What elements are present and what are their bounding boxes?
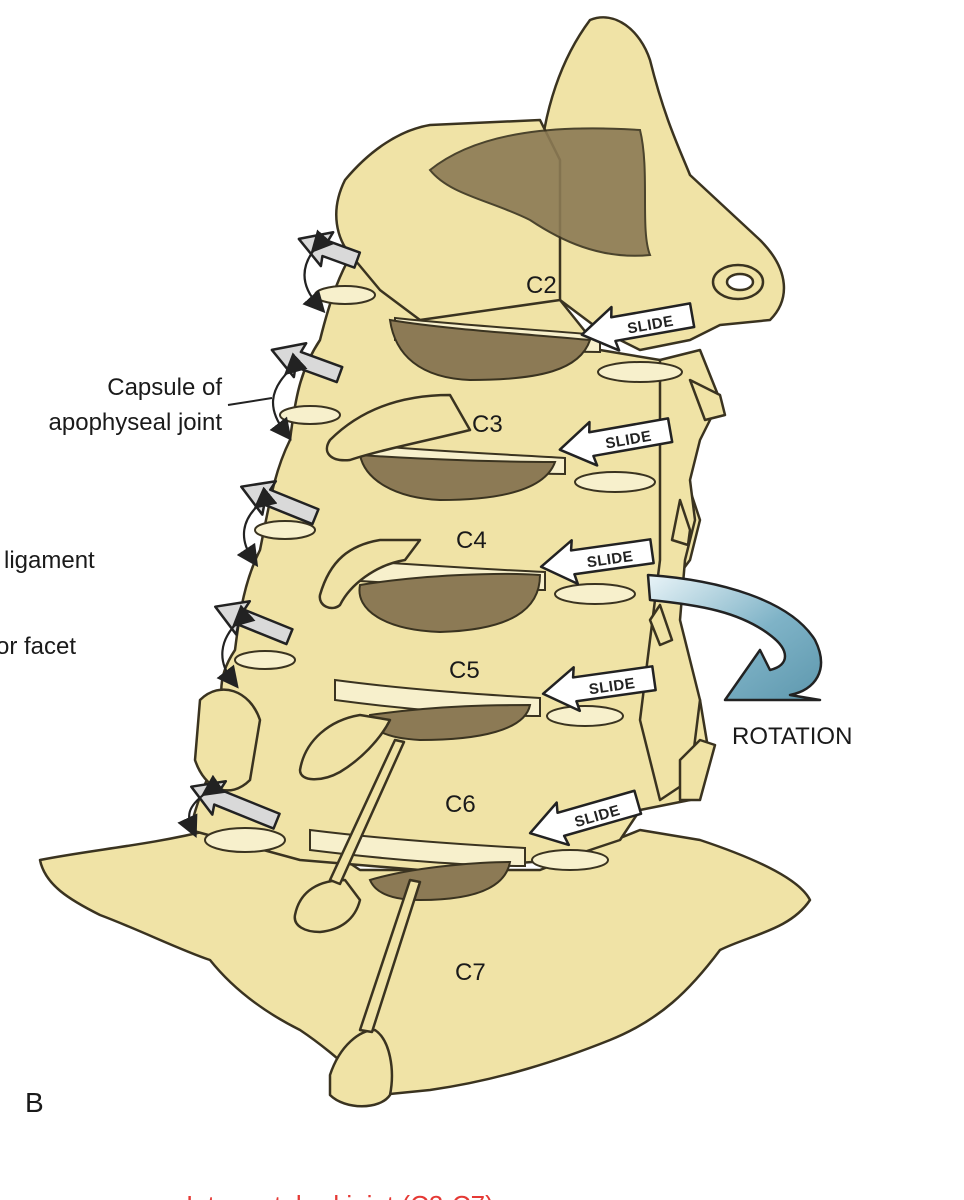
left-facet-disc-2 <box>279 405 341 425</box>
c6-c7-shadow <box>368 860 512 902</box>
slide-arrow-1[interactable]: SLIDE <box>578 294 696 357</box>
c7-spinous <box>328 1028 394 1108</box>
label-capsule-line1: Capsule of <box>107 374 222 401</box>
c2-shadow <box>428 127 652 257</box>
left-lateral-mass-shape <box>193 688 262 792</box>
slide-label-3: SLIDE <box>586 548 635 571</box>
label-c3: C3 <box>472 411 503 438</box>
curved-indicator-1 <box>302 229 334 314</box>
c2-c3-shadow <box>388 318 592 382</box>
label-c7: C7 <box>455 959 486 986</box>
c5-process <box>298 713 392 781</box>
left-facet-disc-1 <box>314 285 376 305</box>
left-facet-disc-3 <box>254 520 316 540</box>
c6-lamina-line <box>328 738 406 886</box>
slide-arrow-3[interactable]: SLIDE <box>538 529 655 588</box>
capsule-leader-line <box>227 397 273 406</box>
right-tip-1 <box>688 378 727 422</box>
right-tip-3 <box>648 603 674 647</box>
label-facet: or facet <box>0 633 76 660</box>
footer-caption: Intervertebral joint (C2-C7) <box>186 1190 494 1200</box>
posterior-processes <box>293 263 765 1108</box>
label-c6: C6 <box>445 791 476 818</box>
slide-arrow-4[interactable]: SLIDE <box>540 656 657 715</box>
curved-indicator-5 <box>177 774 226 838</box>
disc-c6-c7 <box>309 828 526 868</box>
facet-disc-3 <box>554 583 636 605</box>
c3-process <box>325 393 472 462</box>
c2-dens-shape <box>538 16 786 352</box>
facet-disc-5 <box>531 849 609 871</box>
c5-c6-shadow <box>368 703 532 742</box>
c6-process <box>293 878 362 934</box>
shadow-regions <box>358 127 652 902</box>
facet-disc-2 <box>574 471 656 493</box>
vertebra-labels: C2 C3 C4 C5 C6 C7 <box>445 272 557 986</box>
right-tip-2 <box>670 498 692 547</box>
c7-lamina-line <box>358 878 422 1034</box>
slide-label-4: SLIDE <box>588 675 637 698</box>
curved-indicator-4 <box>216 604 256 689</box>
facet-disc-1 <box>597 361 683 383</box>
label-c4: C4 <box>456 527 487 554</box>
c2-transverse-hole <box>725 272 755 292</box>
c4-process <box>318 538 422 610</box>
label-c2: C2 <box>526 272 557 299</box>
label-ligament: ligament <box>4 547 95 574</box>
slide-arrows: SLIDE SLIDE SLIDE SLIDE SLIDE <box>528 294 696 847</box>
rotation-arrow <box>646 573 823 702</box>
curved-indicator-2 <box>269 352 308 441</box>
c7-vertebra-shape <box>38 828 812 1097</box>
label-c5: C5 <box>449 657 480 684</box>
label-rotation: ROTATION <box>732 723 852 750</box>
curved-motion-indicators <box>177 229 334 838</box>
side-labels: Capsule of apophyseal joint ligament or … <box>0 374 852 1118</box>
facet-disc-4 <box>546 705 624 727</box>
label-capsule-line2: apophyseal joint <box>49 409 223 436</box>
left-facet-disc-4 <box>234 650 296 670</box>
c4-c5-shadow <box>358 572 542 634</box>
slide-arrow-2[interactable]: SLIDE <box>556 409 674 472</box>
panel-label: B <box>25 1087 44 1118</box>
curved-indicator-3 <box>236 486 278 568</box>
left-facet-disc-5 <box>204 827 286 853</box>
c3-c4-shadow <box>358 453 557 502</box>
right-tip-4 <box>678 738 717 802</box>
